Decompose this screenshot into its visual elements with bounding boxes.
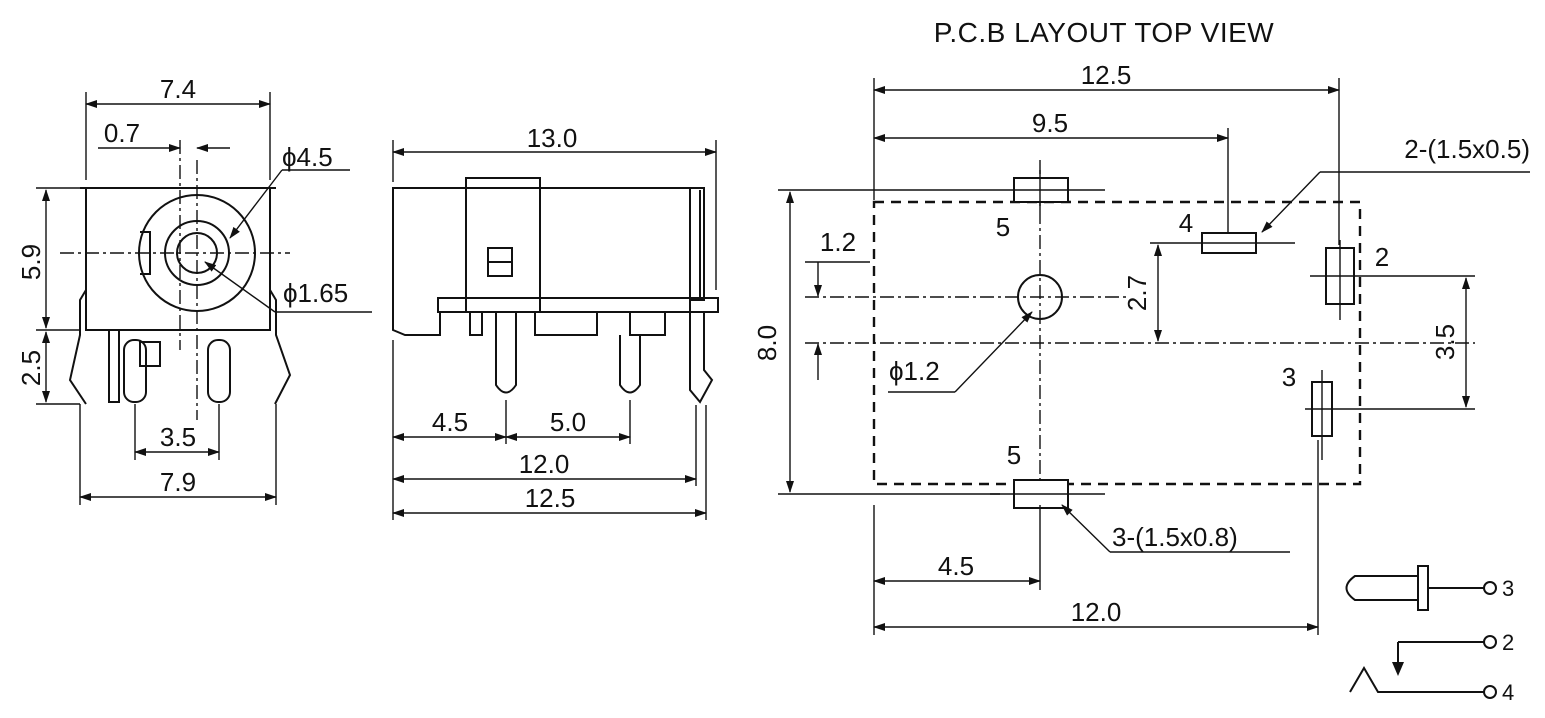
- pcb-layout-view: P.C.B LAYOUT TOP VIEW: [752, 17, 1530, 635]
- front-view: 7.4 0.7 ϕ4.5 ϕ1.65 5.9 2.5 3.5 7.9: [16, 74, 372, 505]
- front-offset: 0.7: [104, 118, 140, 148]
- pcb-hole-offset: 1.2: [820, 227, 856, 257]
- front-pin-pitch: 3.5: [160, 422, 196, 452]
- pcb-pin-sep: 3.5: [1430, 324, 1460, 360]
- side-len-inner: 12.0: [519, 449, 570, 479]
- front-width-bottom: 7.9: [160, 467, 196, 497]
- pcb-pin4-y: 2.7: [1122, 275, 1152, 311]
- front-outer-dia: ϕ4.5: [282, 142, 333, 172]
- pcb-pin4-x: 9.5: [1032, 108, 1068, 138]
- schematic-pin4: 4: [1502, 680, 1514, 705]
- pcb-width-bottom: 12.0: [1071, 597, 1122, 627]
- side-pin-a: 4.5: [432, 407, 468, 437]
- front-inner-dia: ϕ1.65: [283, 278, 348, 308]
- side-pin-b: 5.0: [550, 407, 586, 437]
- jack-schematic: 3 2 4: [1345, 565, 1514, 705]
- front-pin-len: 2.5: [16, 350, 46, 386]
- side-length-top: 13.0: [527, 123, 578, 153]
- pcb-pad-small: 2-(1.5x0.5): [1404, 134, 1530, 164]
- pcb-width-top: 12.5: [1081, 60, 1132, 90]
- pcb-title: P.C.B LAYOUT TOP VIEW: [934, 17, 1274, 48]
- pcb-pin3-label: 3: [1282, 362, 1296, 392]
- schematic-pin2: 2: [1502, 630, 1514, 655]
- front-height: 5.9: [16, 244, 46, 280]
- side-view: 13.0 4.5 5.0 12.0 12.5: [392, 123, 719, 520]
- front-width-top: 7.4: [160, 74, 196, 104]
- side-len-outer: 12.5: [525, 483, 576, 513]
- pcb-pin5-top-label: 5: [996, 212, 1010, 242]
- pcb-pin5-bottom-label: 5: [1007, 440, 1021, 470]
- pcb-pin2-label: 2: [1375, 242, 1389, 272]
- pcb-height: 8.0: [752, 325, 782, 361]
- pcb-pin5-x: 4.5: [938, 551, 974, 581]
- pcb-pin4-label: 4: [1179, 208, 1193, 238]
- schematic-pin3: 3: [1502, 576, 1514, 601]
- pcb-pad-large: 3-(1.5x0.8): [1112, 522, 1238, 552]
- pcb-hole-dia: ϕ1.2: [889, 356, 940, 386]
